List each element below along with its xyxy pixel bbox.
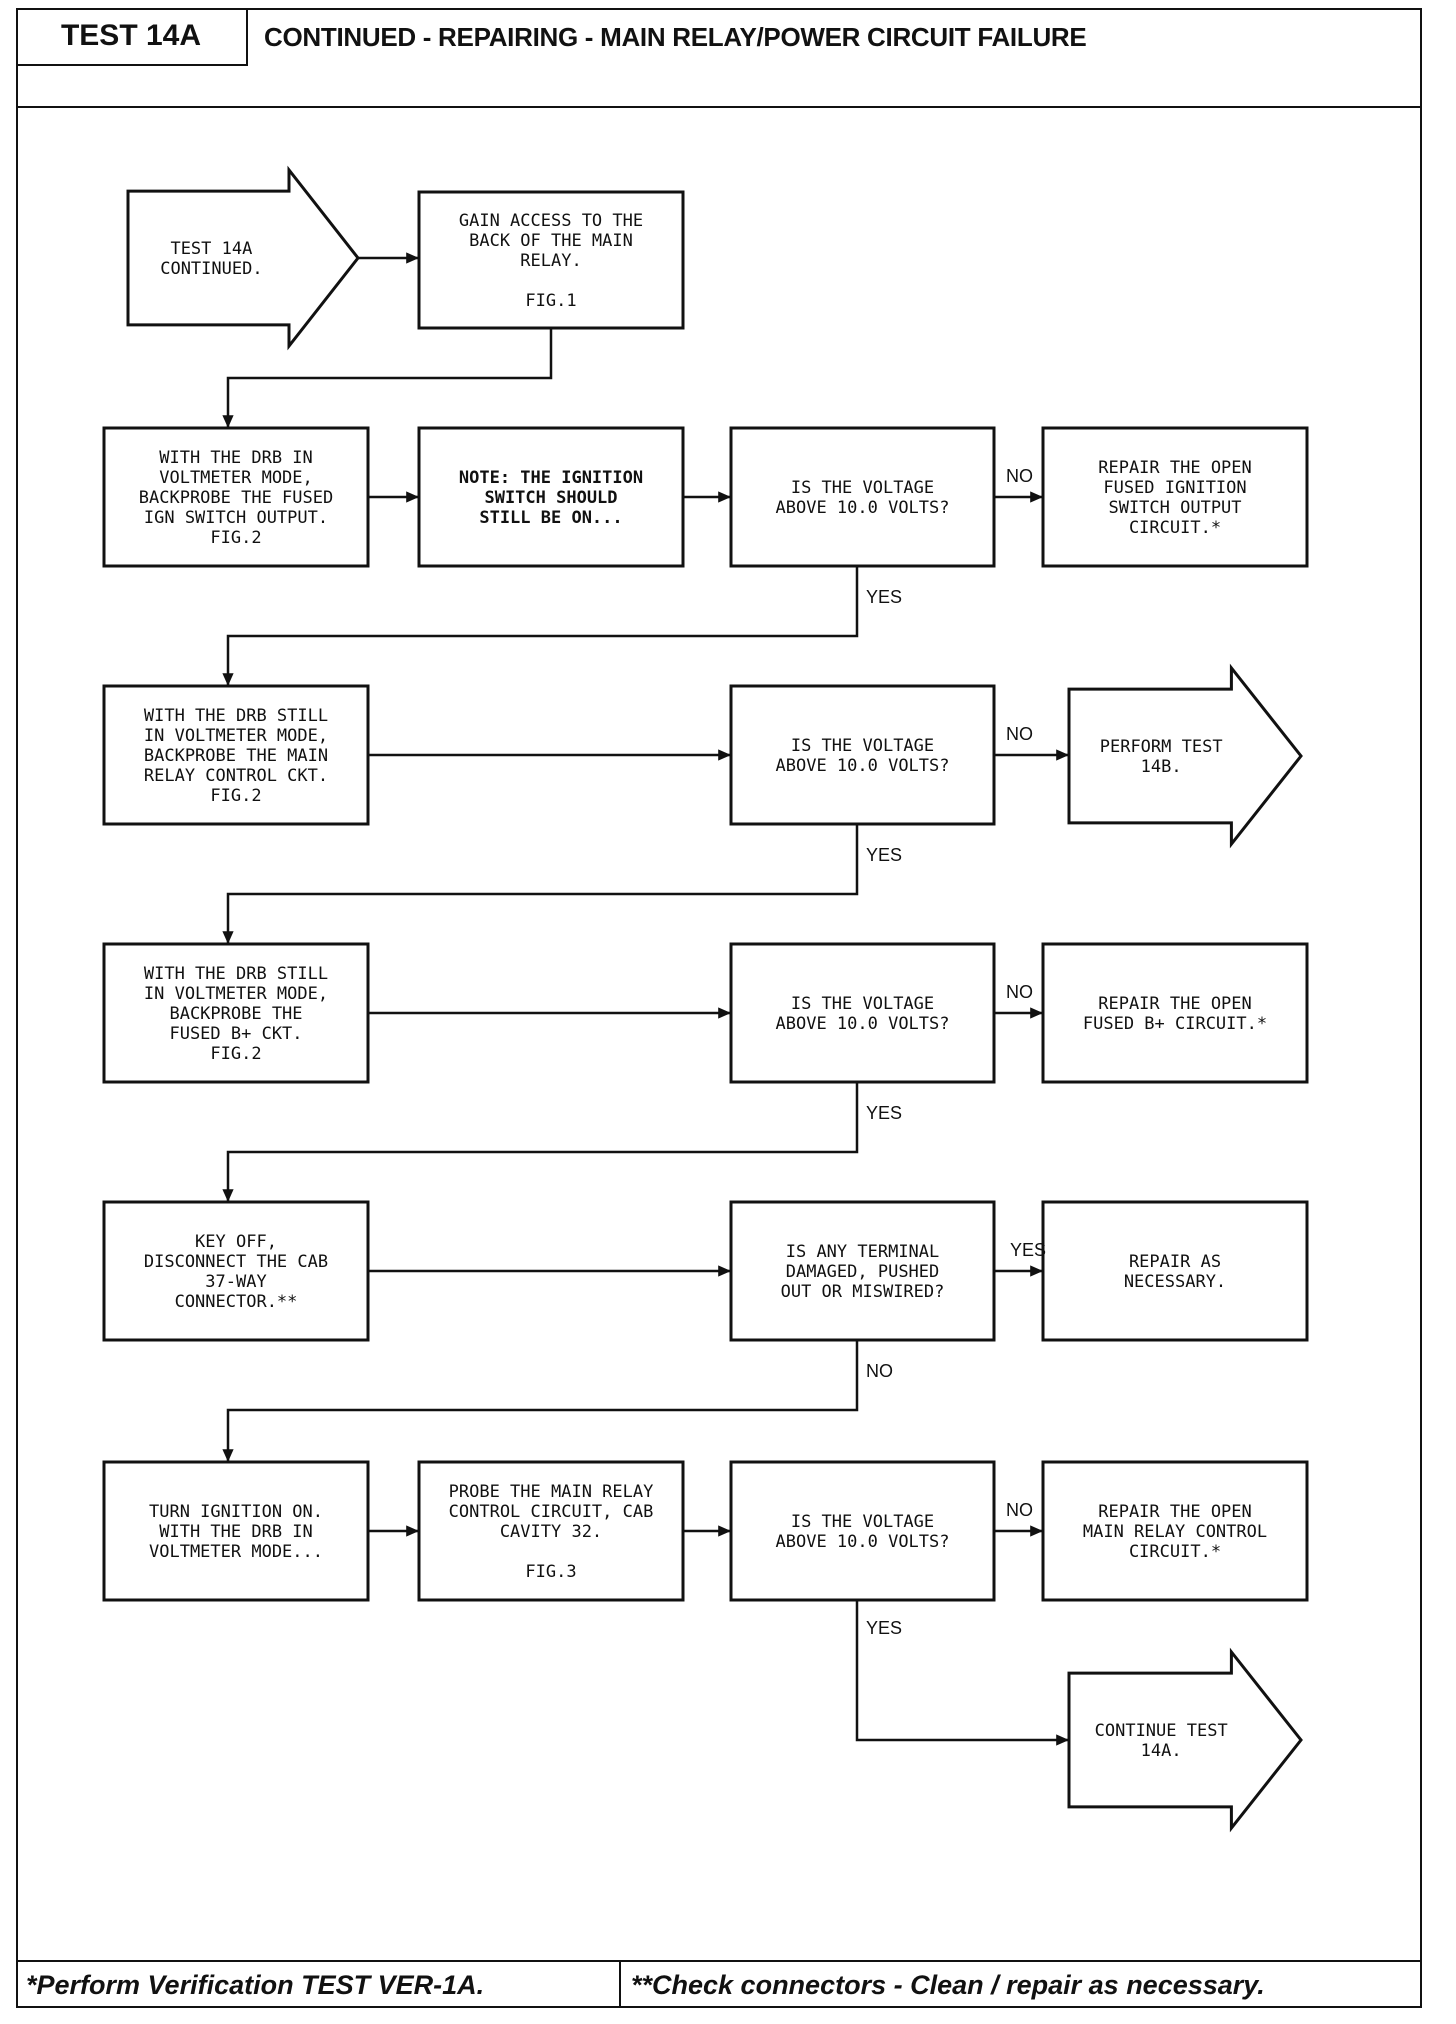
row3-no-label: NO (1006, 982, 1033, 1002)
conn-row4-no-head (222, 1449, 234, 1462)
conn-row5-a-head (406, 1525, 419, 1537)
conn-row1-a-head (406, 491, 419, 503)
row1-repair-ign-circuit-box (1041, 426, 1309, 568)
conn-access-to-row1 (226, 328, 553, 428)
row5-repair-relay-ctrl-box (1041, 1460, 1309, 1602)
conn-access-to-row1-head (222, 415, 234, 428)
gain-access-step-box (417, 190, 685, 330)
row5-voltage-question-box (729, 1460, 996, 1602)
conn-row4-a-head (718, 1265, 731, 1277)
header: TEST 14A CONTINUED - REPAIRING - MAIN RE… (16, 8, 1422, 108)
row4-no-label: NO (866, 1361, 893, 1381)
row4-disconnect-cab-connector-box (102, 1200, 370, 1342)
page-frame (16, 8, 1422, 2008)
conn-row5-yes-head (1056, 1734, 1069, 1746)
row2-backprobe-relay-ctrl-box (102, 684, 370, 826)
conn-row5-yes (855, 1600, 1069, 1742)
row4-terminal-question-box (729, 1200, 996, 1342)
row1-backprobe-ign-box (102, 426, 370, 568)
conn-row3-yes (226, 1082, 859, 1202)
start-test-14a-arrow (126, 165, 360, 351)
row4-repair-as-necessary-box (1041, 1200, 1309, 1342)
conn-row2-no-head (1056, 749, 1069, 761)
conn-row2-yes-head (222, 931, 234, 944)
conn-row1-b-head (718, 491, 731, 503)
row4-yes-label: YES (1010, 1240, 1046, 1260)
row1-yes-label: YES (866, 587, 902, 607)
footer: *Perform Verification TEST VER-1A. **Che… (16, 1960, 1422, 2008)
row1-no-label: NO (1006, 466, 1033, 486)
conn-row1-no-head (1030, 491, 1043, 503)
row3-backprobe-fused-b-box (102, 942, 370, 1084)
row2-yes-label: YES (866, 845, 902, 865)
row1-voltage-question-box (729, 426, 996, 568)
conn-row2-yes (226, 824, 859, 944)
row5-probe-cavity-32-box (417, 1460, 685, 1602)
conn-row2-a-head (718, 749, 731, 761)
row5-ignition-on-box (102, 1460, 370, 1602)
conn-row3-yes-head (222, 1189, 234, 1202)
conn-row4-yes-head (1030, 1265, 1043, 1277)
row2-perform-test-14b-arrow (1067, 663, 1303, 849)
conn-row1-yes-head (222, 673, 234, 686)
conn-start-to-access-head (406, 252, 419, 264)
conn-row1-yes (226, 566, 859, 686)
row2-no-label: NO (1006, 724, 1033, 744)
conn-row5-no-head (1030, 1525, 1043, 1537)
row5-no-label: NO (1006, 1500, 1033, 1520)
conn-row4-no (226, 1340, 859, 1462)
footnote-connectors: **Check connectors - Clean / repair as n… (631, 1969, 1265, 2000)
test-id: TEST 14A (16, 8, 248, 66)
row5-yes-label: YES (866, 1618, 902, 1638)
end-continue-test-14a-arrow (1067, 1647, 1303, 1833)
page-title: CONTINUED - REPAIRING - MAIN RELAY/POWER… (264, 22, 1087, 52)
conn-row3-a-head (718, 1007, 731, 1019)
conn-row5-b-head (718, 1525, 731, 1537)
footnote-verification: *Perform Verification TEST VER-1A. (16, 1962, 621, 2008)
conn-row3-no-head (1030, 1007, 1043, 1019)
row3-yes-label: YES (866, 1103, 902, 1123)
row3-repair-fused-b-box (1041, 942, 1309, 1084)
